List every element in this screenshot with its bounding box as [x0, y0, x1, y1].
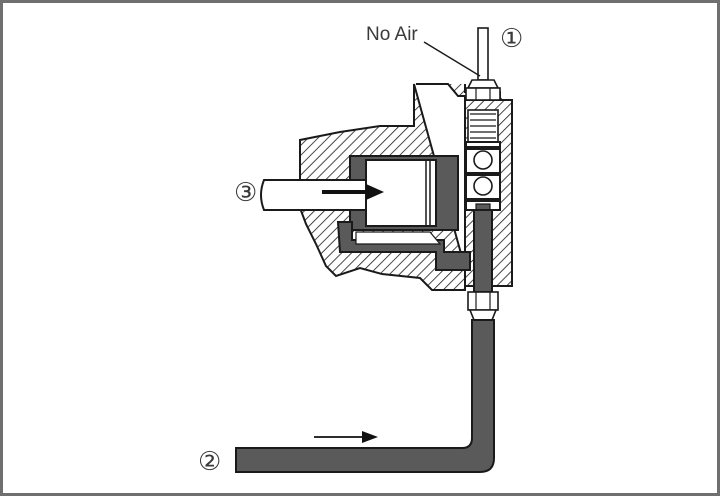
supply-hose [235, 319, 495, 473]
air-fitting [465, 27, 501, 101]
no-air-leader-line [423, 41, 481, 77]
callout-1: ① [500, 24, 523, 54]
outlet-channel [473, 209, 493, 293]
no-air-label: No Air [366, 24, 418, 45]
piston-direction-arrow [322, 184, 384, 200]
check-valve [465, 109, 501, 213]
hose-fitting [467, 291, 499, 321]
callout-2: ② [198, 447, 221, 477]
callout-3: ③ [234, 178, 257, 208]
hose-flow-arrow [314, 431, 378, 443]
